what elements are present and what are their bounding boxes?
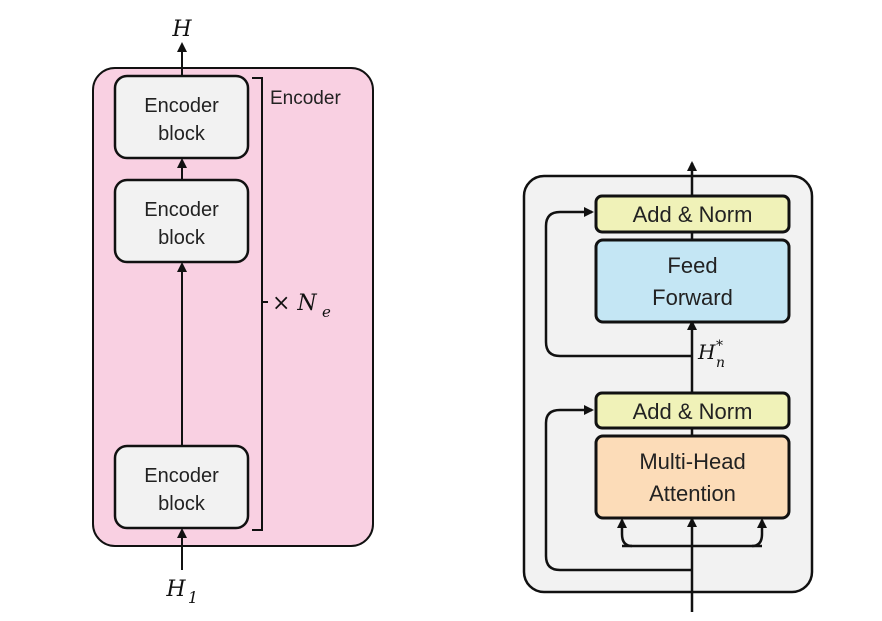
input-label: H bbox=[165, 577, 186, 602]
encoder-block-3-line2: block bbox=[158, 493, 206, 515]
repeat-label: × N bbox=[272, 291, 317, 316]
feed-forward-line1: Feed bbox=[667, 253, 717, 278]
encoder-block-3 bbox=[113, 444, 250, 530]
add-norm-top-label: Add & Norm bbox=[633, 202, 753, 227]
attention-line1: Multi-Head bbox=[639, 449, 745, 474]
encoder-block-2-line2: block bbox=[158, 227, 206, 249]
encoder-block-1-line1: Encoder bbox=[144, 95, 219, 117]
add-norm-bottom bbox=[594, 391, 791, 430]
intermediate-label: H bbox=[697, 340, 716, 364]
encoder-block-2 bbox=[113, 178, 250, 264]
intermediate-label-superscript: * bbox=[716, 338, 723, 354]
repeat-bracket bbox=[252, 77, 263, 531]
attention-input-right bbox=[751, 518, 767, 548]
encoder-block-2-line1: Encoder bbox=[144, 199, 219, 221]
feed-forward-line2: Forward bbox=[652, 285, 733, 310]
residual-connection-bottom bbox=[544, 405, 692, 572]
add-norm-bottom-label: Add & Norm bbox=[633, 399, 753, 424]
encoder-block-1-line2: block bbox=[158, 123, 206, 145]
attention-line2: Attention bbox=[649, 481, 736, 506]
encoder-layer-container bbox=[522, 174, 814, 594]
residual-connection-top bbox=[544, 207, 692, 358]
input-label-subscript: 1 bbox=[188, 588, 198, 607]
attention-input-left bbox=[617, 518, 633, 548]
encoder-block-3-line1: Encoder bbox=[144, 465, 219, 487]
feed-forward-block bbox=[594, 238, 791, 324]
repeat-label-subscript: e bbox=[322, 303, 331, 321]
output-label: H bbox=[171, 17, 192, 42]
encoder-group-label: Encoder bbox=[270, 88, 341, 109]
encoder-block-1 bbox=[113, 74, 250, 160]
multi-head-attention-block bbox=[594, 434, 791, 520]
add-norm-top bbox=[594, 194, 791, 234]
intermediate-label-subscript: n bbox=[716, 355, 725, 371]
